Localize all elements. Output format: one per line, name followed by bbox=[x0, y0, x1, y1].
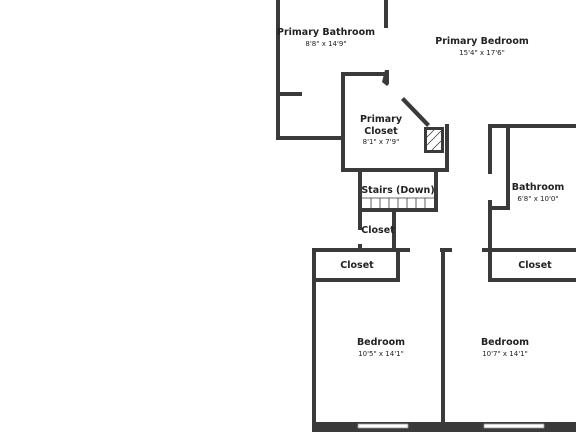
room-name: Bathroom bbox=[512, 182, 565, 193]
room-name: Primary Bedroom bbox=[435, 36, 529, 47]
wall bbox=[280, 92, 302, 96]
room-dimensions: 15'4" x 17'6" bbox=[459, 49, 505, 57]
room-dimensions: 10'5" x 14'1" bbox=[358, 350, 404, 358]
room-name: Bedroom bbox=[481, 337, 529, 348]
door-opening bbox=[487, 174, 493, 200]
room-dimensions: 8'8" x 14'9" bbox=[305, 40, 346, 48]
wall bbox=[488, 124, 576, 128]
door-openings bbox=[355, 174, 493, 253]
room-name: Closet bbox=[361, 225, 395, 236]
windows bbox=[357, 423, 545, 429]
wall bbox=[384, 0, 388, 28]
room-name: Closet bbox=[340, 260, 374, 271]
door-opening bbox=[452, 247, 482, 253]
window bbox=[483, 423, 545, 429]
wall bbox=[276, 0, 280, 140]
chase-hatch bbox=[426, 129, 442, 151]
wall bbox=[312, 248, 316, 432]
room-dimensions: 6'8" x 10'0" bbox=[517, 195, 558, 203]
wall bbox=[276, 136, 344, 140]
room-dimensions: 10'7" x 14'1" bbox=[482, 350, 528, 358]
room-name: Stairs (Down) bbox=[361, 185, 434, 196]
wall bbox=[341, 72, 345, 172]
wall bbox=[445, 124, 449, 172]
walls bbox=[276, 0, 576, 432]
room-name: Primary Bathroom bbox=[277, 27, 375, 38]
room-name: Closet bbox=[518, 260, 552, 271]
wall bbox=[382, 70, 389, 86]
stairs-treads bbox=[362, 197, 434, 208]
wall bbox=[488, 252, 492, 282]
wall bbox=[441, 248, 445, 432]
wall bbox=[316, 278, 400, 282]
room-dimensions: 8'1" x 7'9" bbox=[363, 138, 400, 146]
room-name: Bedroom bbox=[357, 337, 405, 348]
wall bbox=[401, 97, 430, 127]
wall bbox=[341, 72, 387, 76]
door-opening bbox=[355, 230, 363, 244]
wall bbox=[488, 278, 576, 282]
room-name: Primary bbox=[360, 114, 403, 125]
wall bbox=[358, 208, 438, 212]
wall bbox=[434, 172, 438, 212]
wall bbox=[506, 128, 510, 210]
wall bbox=[392, 212, 396, 252]
room-name: Closet bbox=[364, 126, 398, 137]
wall bbox=[341, 168, 449, 172]
window bbox=[357, 423, 409, 429]
wall bbox=[396, 252, 400, 282]
door-opening bbox=[410, 247, 440, 253]
wall bbox=[488, 206, 510, 210]
wall bbox=[312, 422, 576, 432]
wall bbox=[358, 172, 362, 212]
